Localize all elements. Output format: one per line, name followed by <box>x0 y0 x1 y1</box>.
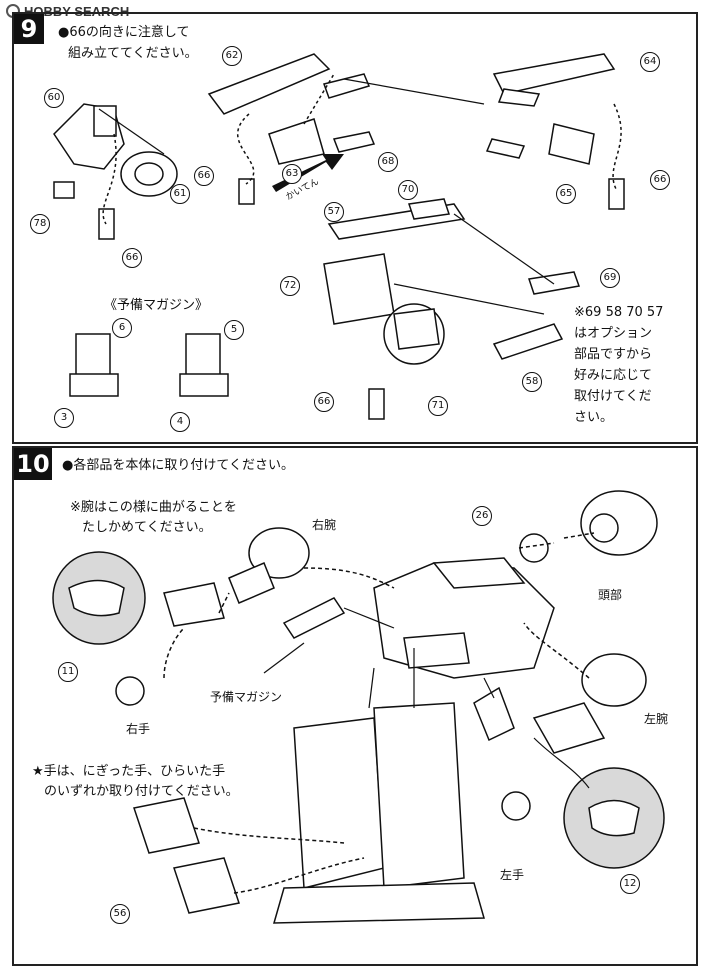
part-number: 69 <box>600 268 620 288</box>
right-hand-part <box>115 676 145 706</box>
note-line: ※69 58 70 57 <box>574 305 664 320</box>
step-9-illustration <box>53 53 625 420</box>
note-line: 取付けてくだ <box>574 389 652 404</box>
part-number: 66 <box>650 170 670 190</box>
hand-part-12 <box>588 799 640 837</box>
step-10-illustration <box>52 490 665 924</box>
step-number: 10 <box>14 448 52 480</box>
step-number: 9 <box>14 14 44 44</box>
part-number: 62 <box>222 46 242 66</box>
part-63 <box>268 118 325 165</box>
part-number: 11 <box>58 662 78 682</box>
part-number: 5 <box>224 320 244 340</box>
left-shoulder <box>581 653 647 707</box>
label-right-arm: 右腕 <box>312 518 337 532</box>
nozzle-b <box>497 88 541 107</box>
part-number: 61 <box>170 184 190 204</box>
label-spare-magazine: 予備マガジン <box>210 690 283 704</box>
note-line: はオプション <box>574 326 653 341</box>
bracket-part <box>93 105 117 137</box>
step-9-panel: 9 ●66の向きに注意して 組み立ててください。 <box>12 12 698 444</box>
step-10-panel: 10 ●各部品を本体に取り付けてください。 ※腕はこの様に曲がることを たしかめ… <box>12 446 698 966</box>
hand-part-11 <box>68 579 125 617</box>
right-leg <box>293 717 385 889</box>
left-leg <box>373 702 465 889</box>
stand-part-66-d <box>368 388 385 420</box>
nozzle <box>323 73 371 99</box>
label-left-hand: 左手 <box>500 868 525 882</box>
note-line: 好みに応じて <box>574 368 653 383</box>
part-number: 26 <box>472 506 492 526</box>
magazine-base-4 <box>179 373 229 397</box>
part-68 <box>332 131 376 153</box>
feet-base <box>272 882 485 924</box>
magazine-base-3 <box>69 373 119 397</box>
part-number: 66 <box>194 166 214 186</box>
right-forearm <box>163 582 225 627</box>
part-number: 78 <box>30 214 50 234</box>
part-number: 60 <box>44 88 64 108</box>
arm-part-64 <box>492 53 616 95</box>
left-forearm <box>532 702 606 754</box>
spare-magazine-a <box>282 597 346 639</box>
spare-magazine-b <box>473 686 515 742</box>
arm-note: ※腕はこの様に曲がることを <box>70 500 237 515</box>
right-upper-arm <box>228 562 275 604</box>
left-hand-part <box>501 791 531 821</box>
option-parts-note: ※69 58 70 57 はオプション 部品ですから 好みに応じて 取付けてくだ… <box>574 302 663 428</box>
part-number: 56 <box>110 904 130 924</box>
part-number: 66 <box>122 248 142 268</box>
part-number: 4 <box>170 412 190 432</box>
arm-part-62 <box>207 53 331 115</box>
note-line: さい。 <box>574 410 614 425</box>
label-left-arm: 左腕 <box>644 712 669 726</box>
part-number: 65 <box>556 184 576 204</box>
part-number: 3 <box>54 408 74 428</box>
skirt-armor-a <box>133 797 200 854</box>
step-instruction-cont: 組み立ててください。 <box>68 46 198 61</box>
stand-part-66-b <box>238 178 255 205</box>
part-number: 63 <box>282 164 302 184</box>
hand-note-cont: のいずれか取り付けてください。 <box>44 784 239 799</box>
stand-part-66-c <box>608 178 625 210</box>
step-instruction: ●各部品を本体に取り付けてください。 <box>62 458 294 473</box>
part-68-b <box>485 138 526 159</box>
part-78 <box>53 181 75 199</box>
arm-note-cont: たしかめてください。 <box>82 520 212 535</box>
part-70 <box>408 198 450 220</box>
hand-note: ★手は、にぎった手、ひらいた手 <box>32 764 226 779</box>
watermark-text: HOBBY SEARCH <box>24 3 130 19</box>
part-72 <box>323 253 395 325</box>
part-number: 66 <box>314 392 334 412</box>
part-number: 72 <box>280 276 300 296</box>
label-right-hand: 右手 <box>126 722 151 736</box>
stand-part-66 <box>98 208 115 240</box>
label-head: 頭部 <box>598 588 623 602</box>
part-65 <box>548 123 595 165</box>
part-number: 71 <box>428 396 448 416</box>
part-26-ring <box>519 533 549 563</box>
part-number: 70 <box>398 180 418 200</box>
part-number: 58 <box>522 372 542 392</box>
skirt-armor-b <box>173 857 240 914</box>
part-number: 6 <box>112 318 132 338</box>
part-number: 68 <box>378 152 398 172</box>
part-number: 64 <box>640 52 660 72</box>
part-number: 12 <box>620 874 640 894</box>
note-line: 部品ですから <box>574 347 653 362</box>
part-number: 57 <box>324 202 344 222</box>
step-instruction: ●66の向きに注意して <box>58 25 190 40</box>
part-58 <box>492 323 564 360</box>
spare-magazine-title: 《予備マガジン》 <box>104 298 209 313</box>
part-69 <box>528 271 581 295</box>
